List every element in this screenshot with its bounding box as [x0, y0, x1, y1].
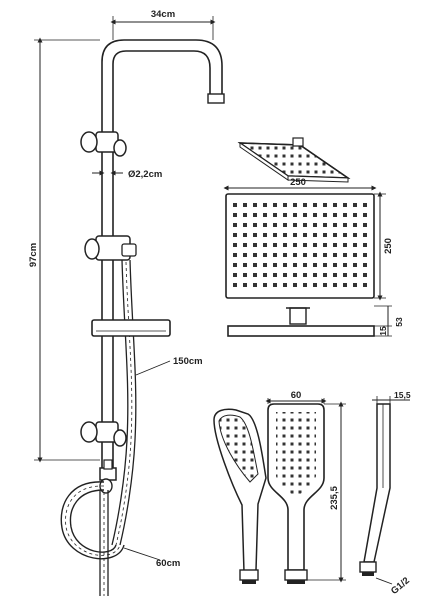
lower-holder	[80, 421, 127, 447]
hand-perspective	[213, 408, 267, 584]
top-width-label: 34cm	[151, 9, 175, 20]
head-perspective	[237, 137, 351, 183]
hand-thickness-label: 15,5	[394, 390, 411, 400]
head-thickness-label: 15	[378, 326, 388, 336]
hand-front-view	[267, 403, 325, 584]
head-height-label: 53	[394, 317, 404, 327]
head-depth-label: 250	[383, 238, 394, 254]
head-top-view	[225, 193, 375, 299]
hand-side-view	[359, 403, 391, 576]
shower-column: 34cm Ø2,2cm 150cm	[28, 9, 225, 596]
hand-width-label: 60	[291, 390, 302, 401]
hand-length-label: 235,5	[329, 485, 340, 509]
upper-holder	[80, 131, 127, 157]
hand-shower: 60 235,5 15,5 G1/2	[213, 390, 412, 597]
overhead-shower-head: 250 250 53 15	[223, 137, 404, 337]
soap-shelf	[91, 319, 171, 337]
slider-holder	[84, 235, 137, 261]
head-width-label: 250	[290, 177, 306, 188]
hose-length-label: 150cm	[173, 356, 203, 367]
thread-label: G1/2	[389, 575, 412, 597]
hose-bottom-length-label: 60cm	[156, 558, 180, 569]
pipe-diameter-label: Ø2,2cm	[128, 169, 162, 180]
total-height-label: 97cm	[28, 243, 39, 267]
head-side-view	[227, 307, 375, 337]
